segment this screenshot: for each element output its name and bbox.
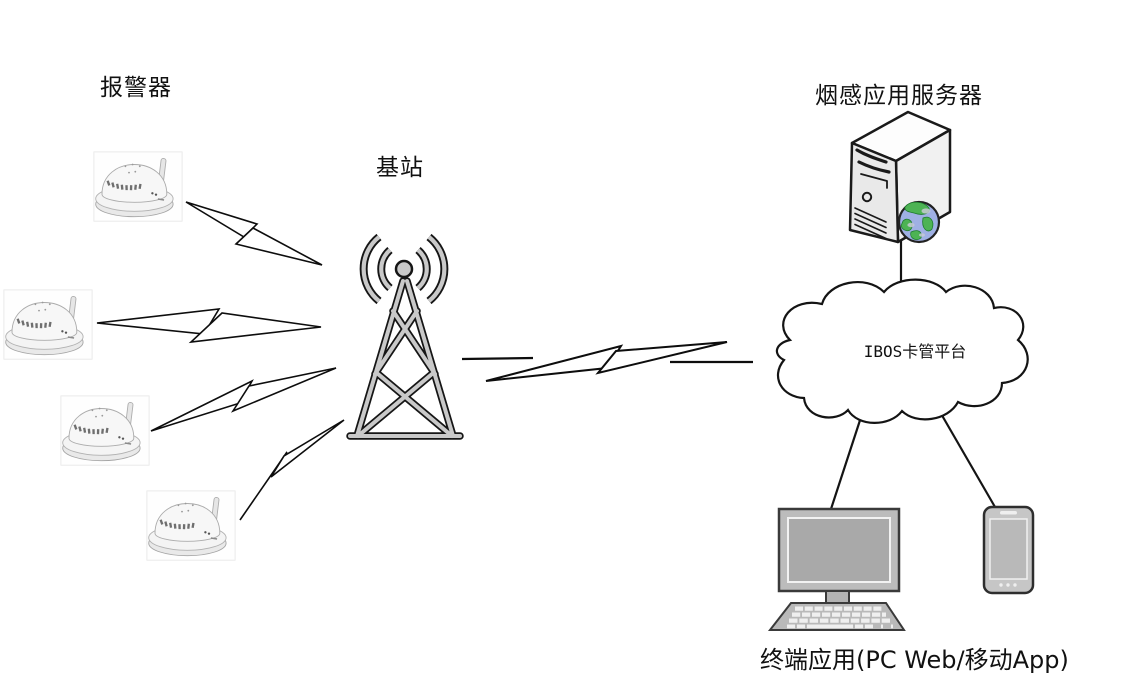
lightning-bolt-icon	[150, 367, 337, 432]
server-tower-icon	[848, 110, 952, 244]
globe-icon	[897, 200, 941, 244]
label-base-station: 基站	[376, 155, 424, 181]
lightning-bolt-icon	[461, 341, 753, 382]
label-terminal-apps: 终端应用(PC Web/移动App)	[760, 646, 1069, 674]
cell-tower-icon	[346, 233, 464, 440]
connection-line	[829, 407, 866, 510]
cloud-icon	[775, 278, 1029, 424]
connection-line	[935, 404, 996, 508]
lightning-bolt-icon	[185, 201, 323, 266]
smoke-detector-icon	[146, 490, 236, 561]
smoke-detector-icon	[3, 289, 93, 360]
label-alarm-devices: 报警器	[100, 75, 172, 101]
desktop-computer-icon	[767, 507, 906, 631]
lightning-bolt-icon	[96, 308, 322, 344]
lightning-bolt-icon	[239, 419, 345, 521]
label-cloud-platform: IBOS卡管平台	[863, 342, 967, 361]
smoke-detector-icon	[60, 395, 150, 466]
smoke-detector-icon	[93, 151, 183, 222]
label-app-server: 烟感应用服务器	[815, 83, 983, 109]
smartphone-icon	[982, 505, 1035, 595]
